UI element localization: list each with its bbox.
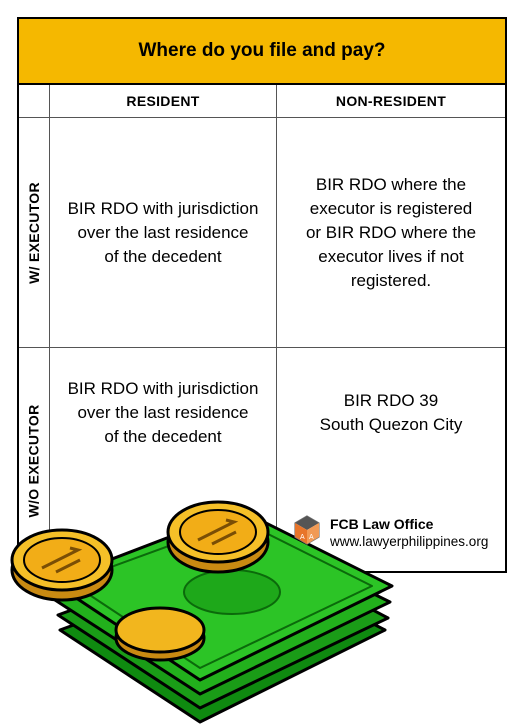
coin-back (114, 606, 206, 662)
info-table: Where do you file and pay? RESIDENT NON-… (17, 17, 507, 575)
law-office-url[interactable]: www.lawyerphilippines.org (330, 534, 489, 549)
column-header-non-resident: NON-RESIDENT (335, 93, 447, 109)
law-office-branding: A A FCB Law Office www.lawyerphilippines… (294, 515, 488, 551)
cell-text: BIR RDO where the executor is registered… (305, 174, 477, 290)
cell-text: BIR RDO with jurisdiction over the last … (67, 379, 259, 446)
law-office-logo-icon: A A (294, 515, 320, 545)
coin-left (10, 528, 114, 602)
svg-text:A: A (309, 534, 314, 541)
cell-without-executor-non-resident: BIR RDO 39 South Quezon City (277, 348, 505, 478)
table-title: Where do you file and pay? (19, 19, 505, 85)
column-header-resident: RESIDENT (126, 93, 200, 109)
cell-with-executor-non-resident: BIR RDO where the executor is registered… (277, 118, 505, 347)
svg-text:A: A (300, 534, 305, 541)
row-divider (19, 347, 505, 348)
column-divider (276, 85, 277, 575)
row-header-with-executor-label: W/ EXECUTOR (26, 181, 43, 284)
money-illustration (10, 500, 394, 724)
law-office-name: FCB Law Office (330, 516, 434, 532)
row-divider (19, 117, 505, 118)
cell-text: BIR RDO 39 South Quezon City (319, 391, 463, 434)
cell-without-executor-resident: BIR RDO with jurisdiction over the last … (50, 348, 276, 478)
row-header-with-executor: W/ EXECUTOR (19, 118, 49, 347)
cell-with-executor-resident: BIR RDO with jurisdiction over the last … (50, 118, 276, 347)
column-divider (49, 85, 50, 575)
cell-text: BIR RDO with jurisdiction over the last … (67, 198, 259, 266)
coin-top (166, 500, 270, 574)
